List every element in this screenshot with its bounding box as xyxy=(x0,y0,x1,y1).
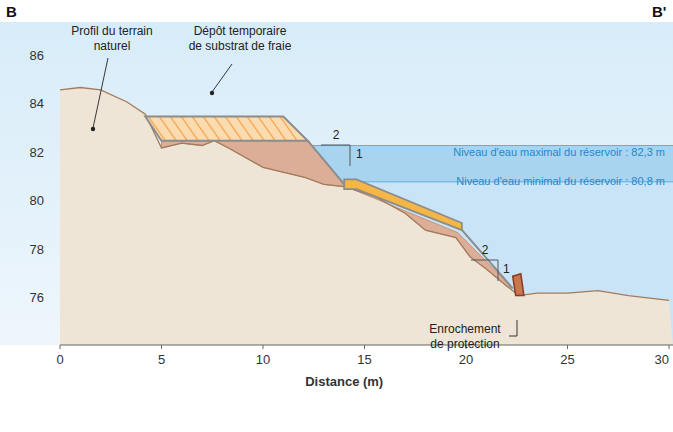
axis-tick xyxy=(364,345,365,349)
axis-tick xyxy=(567,345,568,349)
callout-label: Profil du terrain naturel xyxy=(64,24,160,54)
axis-value: 78 xyxy=(30,242,44,258)
axis-value: 20 xyxy=(459,352,473,368)
callout-label: Dépôt temporaire de substrat de fraie xyxy=(186,24,294,54)
x-axis xyxy=(60,345,673,346)
leader-dot xyxy=(91,127,95,131)
section-letter: B' xyxy=(652,2,666,21)
fill-embankment xyxy=(162,141,513,289)
slope-ratio: 1 xyxy=(503,262,510,277)
terrain-profile-line xyxy=(60,88,669,301)
riprap-protection xyxy=(513,274,524,296)
section-letter: B xyxy=(6,2,17,21)
slope-ratio: 2 xyxy=(333,128,340,143)
spawning-gravel-layer xyxy=(344,179,462,230)
leader-dot xyxy=(210,91,214,95)
axis-value: 30 xyxy=(655,352,669,368)
axis-ticks xyxy=(60,345,669,349)
axis-tick xyxy=(161,345,162,349)
axis-value: 5 xyxy=(158,352,165,368)
slope-indicator xyxy=(321,145,350,166)
axis-value: 84 xyxy=(30,96,44,112)
axis-title: Distance (m) xyxy=(305,374,383,390)
leader-line xyxy=(212,64,232,92)
embankment-edge xyxy=(308,141,513,289)
slope-indicator xyxy=(471,260,498,281)
axis-value: 25 xyxy=(560,352,574,368)
spawning-substrate-deposit xyxy=(145,117,307,141)
leader-line xyxy=(509,320,517,336)
water-level-label: Niveau d'eau maximal du réservoir : 82,3… xyxy=(453,145,665,159)
axis-value: 86 xyxy=(30,48,44,64)
axis-value: 80 xyxy=(30,193,44,209)
slope-ratio: 1 xyxy=(356,147,363,162)
max-water-line xyxy=(310,145,673,146)
leader-line xyxy=(93,58,108,128)
axis-tick xyxy=(60,345,61,349)
axis-value: 76 xyxy=(30,290,44,306)
axis-tick xyxy=(669,345,670,349)
callout-label: Enrochement de protection xyxy=(424,322,506,352)
axis-value: 10 xyxy=(256,352,270,368)
axis-value: 15 xyxy=(357,352,371,368)
sky-ground xyxy=(0,22,673,345)
axis-value: 82 xyxy=(30,145,44,161)
axis-value: 0 xyxy=(56,352,63,368)
slope-ratio: 2 xyxy=(482,243,489,258)
axis-tick xyxy=(263,345,264,349)
natural-ground xyxy=(60,88,673,346)
water-level-label: Niveau d'eau minimal du réservoir : 80,8… xyxy=(456,174,665,188)
